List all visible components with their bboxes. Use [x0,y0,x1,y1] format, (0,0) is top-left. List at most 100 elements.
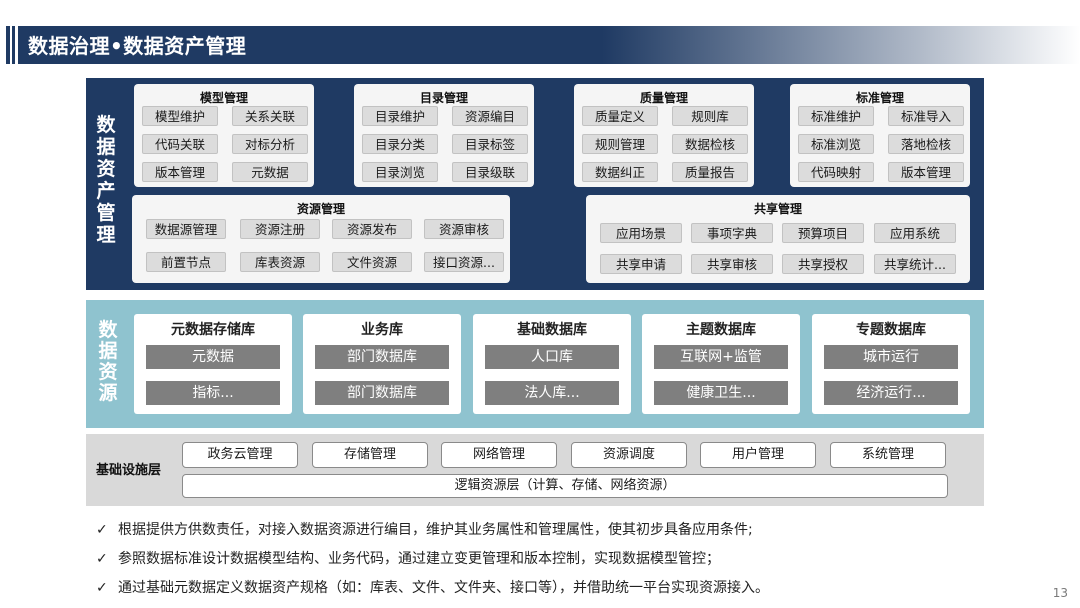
infrastructure-label: 基础设施层 [96,463,162,478]
asset-management-label-char: 资 [96,158,116,180]
store-title: 基础数据库 [517,322,587,338]
module-item: 关系关联 [232,106,308,126]
module-title: 模型管理 [199,91,248,105]
store-item: 元数据 [146,345,280,369]
module-item: 事项字典 [691,223,773,243]
module-item: 版本管理 [888,162,964,182]
module-item: 数据纠正 [582,162,658,182]
module-item: 目录级联 [452,162,528,182]
store-item: 人口库 [485,345,619,369]
infrastructure-item: 政务云管理 [182,442,298,468]
data-resources-section: 数 据 资 源 元数据存储库 元数据 指标... 业务库 部门数据库 部门数据库… [86,300,984,428]
module-item: 版本管理 [142,162,218,182]
module-item: 标准导入 [888,106,964,126]
bullet-item: ✓ 通过基础元数据定义数据资产规格（如：库表、文件、文件夹、接口等），并借助统一平… [96,577,769,597]
page-number: 13 [1052,586,1068,600]
store-item: 法人库... [485,381,619,405]
module-item: 资源发布 [332,219,412,239]
infrastructure-item: 资源调度 [571,442,687,468]
module-item: 共享授权 [782,254,864,274]
module-share-management: 共享管理 应用场景 事项字典 预算项目 应用系统 共享申请 共享审核 共享授权 … [586,195,970,283]
data-resources-label-char: 据 [98,340,118,362]
module-standard-management: 标准管理 标准维护 标准导入 标准浏览 落地检核 代码映射 版本管理 [790,84,970,187]
check-icon: ✓ [96,551,108,567]
module-resource-management: 资源管理 数据源管理 资源注册 资源发布 资源审核 前置节点 库表资源 文件资源… [132,195,510,283]
module-catalog-management: 目录管理 目录维护 资源编目 目录分类 目录标签 目录浏览 目录级联 [354,84,534,187]
module-item: 质量定义 [582,106,658,126]
bullet-text: 根据提供方供数责任，对接入数据资源进行编目，维护其业务属性和管理属性，使其初步具… [118,522,753,538]
bullet-text: 参照数据标准设计数据模型结构、业务代码，通过建立变更管理和版本控制，实现数据模型… [118,551,720,567]
check-icon: ✓ [96,522,108,538]
module-item: 共享审核 [691,254,773,274]
store-item: 互联网+监管 [654,345,788,369]
module-item: 代码关联 [142,134,218,154]
bullet-item: ✓ 根据提供方供数责任，对接入数据资源进行编目，维护其业务属性和管理属性，使其初步… [96,519,753,539]
infrastructure-item: 系统管理 [830,442,946,468]
module-item: 对标分析 [232,134,308,154]
page-title: 数据治理•数据资产管理 [28,34,247,58]
module-item: 数据源管理 [146,219,226,239]
check-icon: ✓ [96,580,108,596]
data-resources-label: 数 据 资 源 [96,320,120,404]
asset-management-label-char: 理 [96,224,116,246]
infrastructure-section: 基础设施层 政务云管理 存储管理 网络管理 资源调度 用户管理 系统管理 逻辑资… [86,434,984,506]
module-title: 质量管理 [639,91,688,105]
asset-management-label-char: 数 [96,114,116,136]
module-item: 前置节点 [146,252,226,272]
store-item: 部门数据库 [315,345,449,369]
module-item: 落地检核 [888,134,964,154]
module-title: 目录管理 [419,91,468,105]
store-item: 指标... [146,381,280,405]
logical-resource-layer: 逻辑资源层（计算、存储、网络资源） [182,474,948,498]
module-item: 资源审核 [424,219,504,239]
store-item: 部门数据库 [315,381,449,405]
module-quality-management: 质量管理 质量定义 规则库 规则管理 数据检核 数据纠正 质量报告 [574,84,754,187]
module-item: 应用场景 [600,223,682,243]
module-item: 共享统计... [874,254,956,274]
bullet-text: 通过基础元数据定义数据资产规格（如：库表、文件、文件夹、接口等），并借助统一平台… [118,580,769,596]
module-item: 共享申请 [600,254,682,274]
module-item: 库表资源 [240,252,320,272]
infrastructure-item: 用户管理 [700,442,816,468]
module-item: 模型维护 [142,106,218,126]
store-title: 元数据存储库 [171,322,255,338]
module-title: 标准管理 [855,91,904,105]
data-resources-label-char: 源 [98,382,118,404]
module-model-management: 模型管理 模型维护 关系关联 代码关联 对标分析 版本管理 元数据 [134,84,314,187]
title-banner [18,26,1080,64]
store-title: 主题数据库 [686,322,756,338]
store-card: 元数据存储库 元数据 指标... [134,314,292,414]
store-item: 健康卫生... [654,381,788,405]
module-item: 规则管理 [582,134,658,154]
store-title: 专题数据库 [856,322,926,338]
data-resources-label-char: 资 [98,361,118,383]
module-title: 资源管理 [296,202,345,216]
store-card: 基础数据库 人口库 法人库... [473,314,631,414]
asset-management-section: 数 据 资 产 管 理 模型管理 模型维护 关系关联 代码关联 对标分析 版本管… [86,78,984,290]
store-title: 业务库 [361,322,403,338]
asset-management-label-char: 据 [96,136,116,158]
module-item: 预算项目 [782,223,864,243]
module-item: 接口资源... [424,252,504,272]
data-resources-label-char: 数 [98,319,118,341]
module-item: 目录维护 [362,106,438,126]
store-card: 主题数据库 互联网+监管 健康卫生... [642,314,800,414]
module-item: 规则库 [672,106,748,126]
module-item: 元数据 [232,162,308,182]
module-item: 文件资源 [332,252,412,272]
module-item: 质量报告 [672,162,748,182]
store-card: 业务库 部门数据库 部门数据库 [303,314,461,414]
store-card: 专题数据库 城市运行 经济运行... [812,314,970,414]
module-item: 标准维护 [798,106,874,126]
store-item: 经济运行... [824,381,958,405]
bullet-item: ✓ 参照数据标准设计数据模型结构、业务代码，通过建立变更管理和版本控制，实现数据模… [96,548,720,568]
module-item: 目录分类 [362,134,438,154]
asset-management-label-char: 管 [96,202,116,224]
store-item: 城市运行 [824,345,958,369]
infrastructure-item: 网络管理 [441,442,557,468]
module-item: 应用系统 [874,223,956,243]
module-item: 数据检核 [672,134,748,154]
module-item: 目录标签 [452,134,528,154]
module-item: 资源编目 [452,106,528,126]
module-title: 共享管理 [753,202,802,216]
